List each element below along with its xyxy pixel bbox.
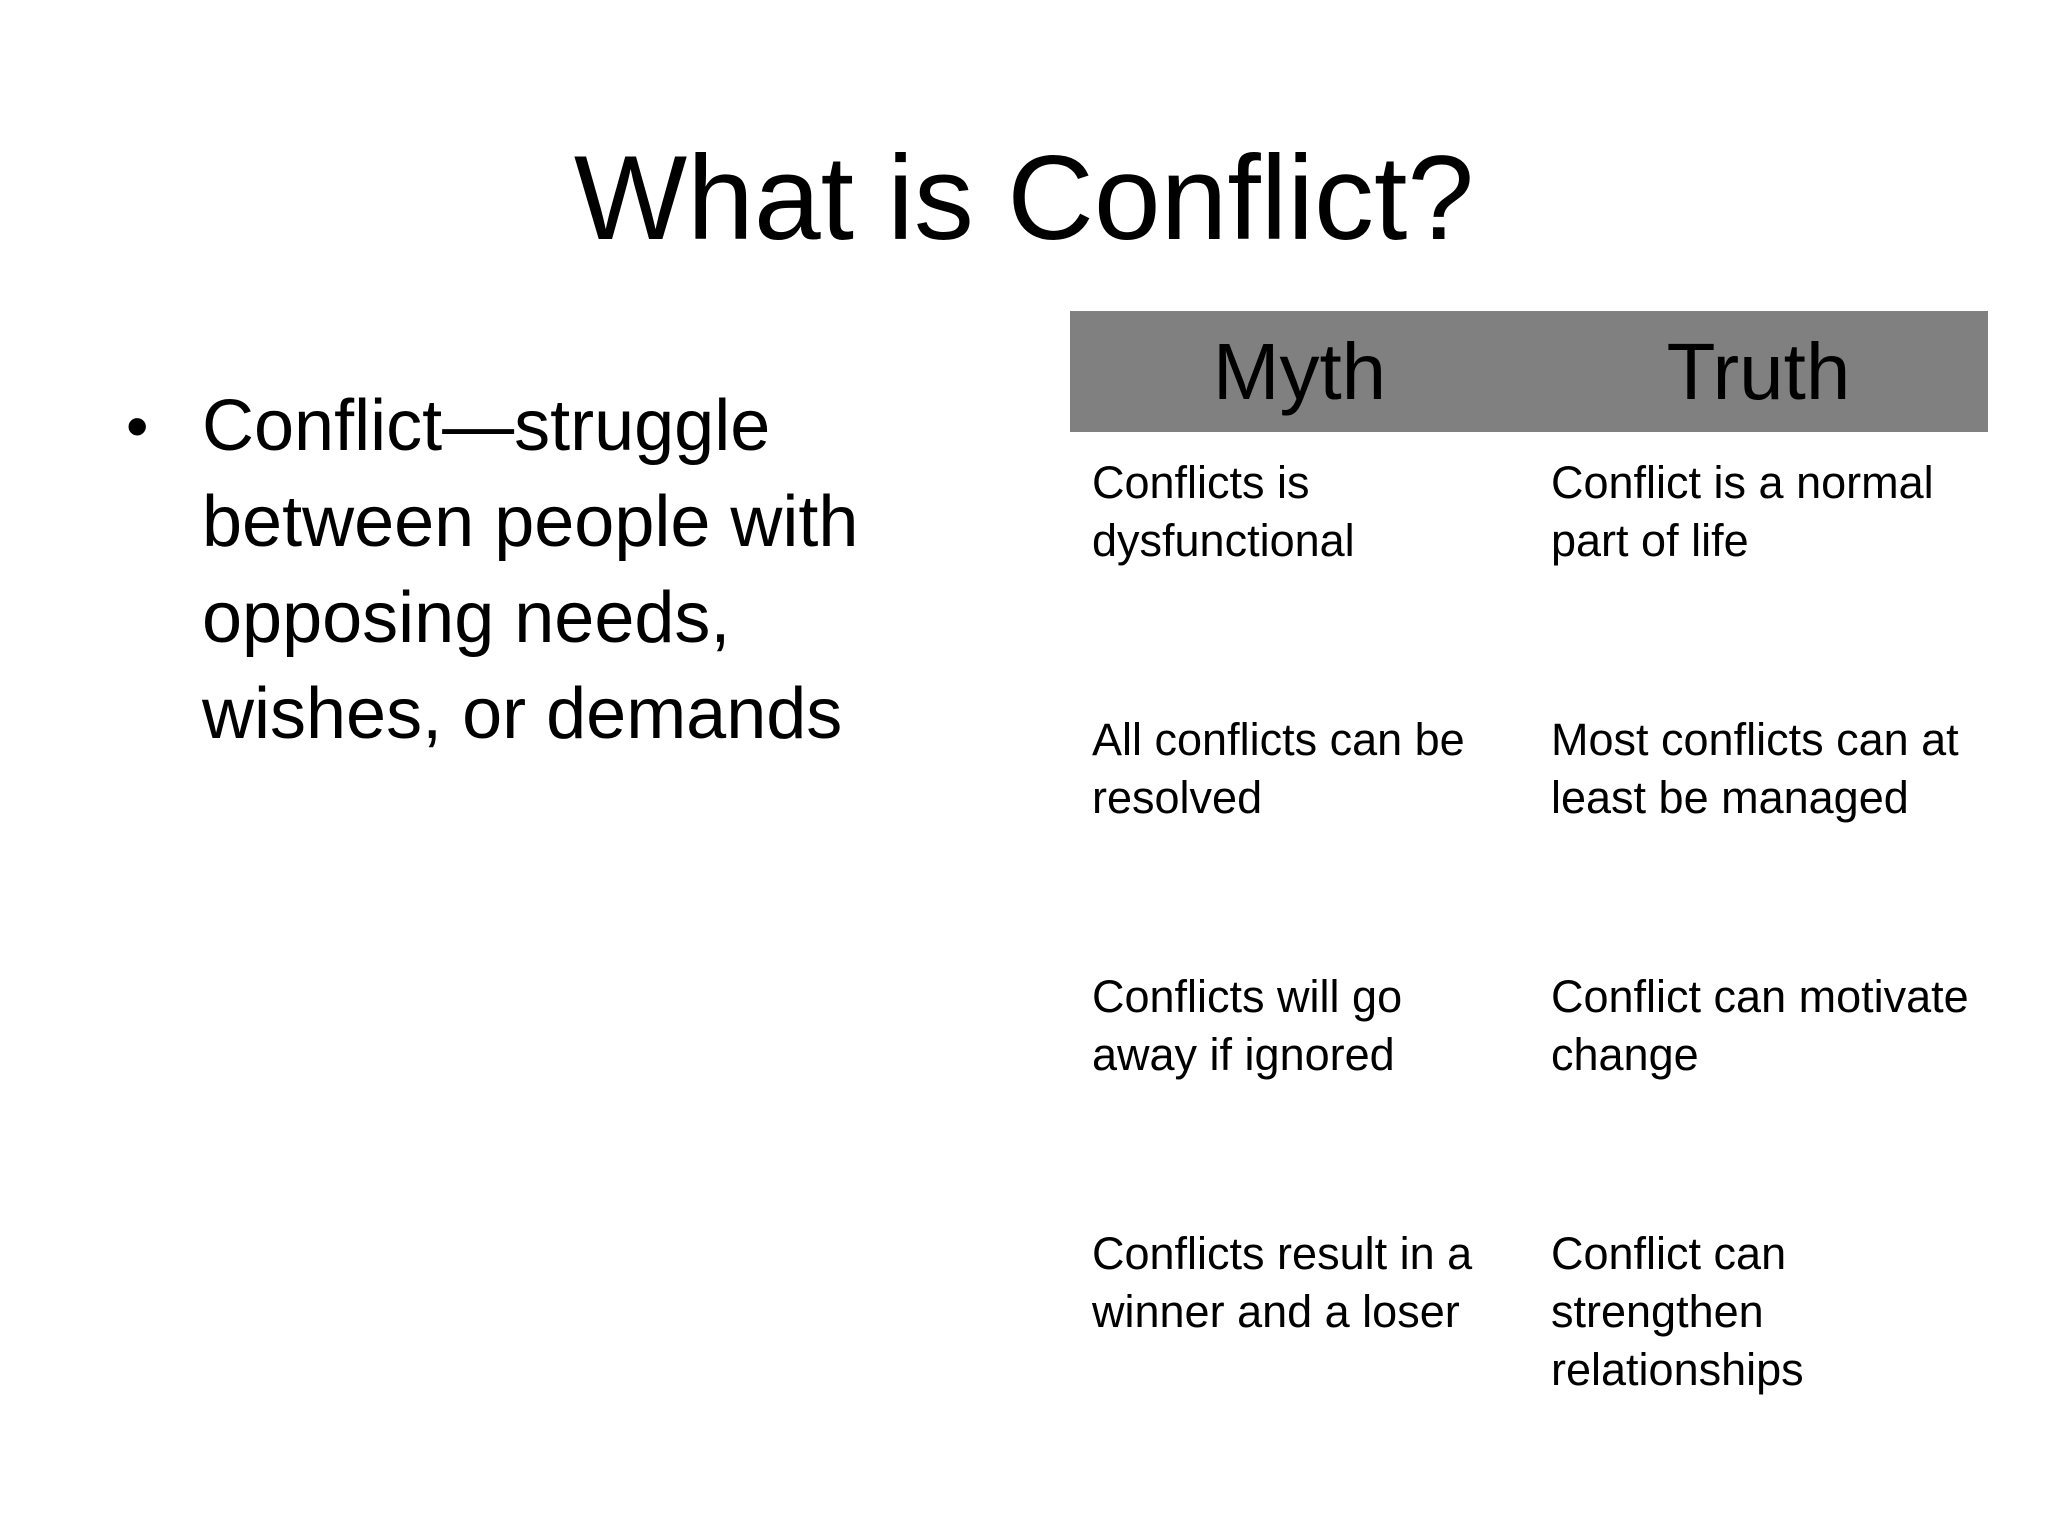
myth-cell: All conflicts can be resolved: [1092, 714, 1465, 823]
table-body: Conflicts is dysfunctional Conflict is a…: [1070, 432, 1988, 1482]
truth-cell: Conflict can motivate change: [1551, 971, 1969, 1080]
slide-title: What is Conflict?: [573, 131, 1475, 265]
myth-cell: Conflicts will go away if ignored: [1092, 971, 1403, 1080]
header-myth: Myth: [1212, 326, 1387, 416]
bullet-icon: •: [126, 390, 149, 462]
table-row: Conflicts will go away if ignored Confli…: [1070, 968, 1988, 1225]
table-row: All conflicts can be resolved Most confl…: [1070, 711, 1988, 968]
bullet-item: • Conflict—struggle between people with …: [126, 378, 986, 762]
bullet-text: Conflict—struggle between people with op…: [202, 386, 859, 754]
table-header: Myth Truth: [1070, 311, 1988, 432]
myth-cell: Conflicts is dysfunctional: [1092, 457, 1355, 566]
truth-cell: Conflict is a normal part of life: [1551, 457, 1934, 566]
myth-cell: Conflicts result in a winner and a loser: [1092, 1228, 1473, 1337]
table-row: Conflicts result in a winner and a loser…: [1070, 1225, 1988, 1482]
truth-cell: Conflict can strengthen relationships: [1551, 1228, 1804, 1395]
truth-cell: Most conflicts can at least be managed: [1551, 714, 1959, 823]
myth-truth-table: Myth Truth Conflicts is dysfunctional Co…: [1070, 311, 1988, 1482]
table-row: Conflicts is dysfunctional Conflict is a…: [1070, 454, 1988, 711]
header-truth: Truth: [1666, 326, 1851, 416]
